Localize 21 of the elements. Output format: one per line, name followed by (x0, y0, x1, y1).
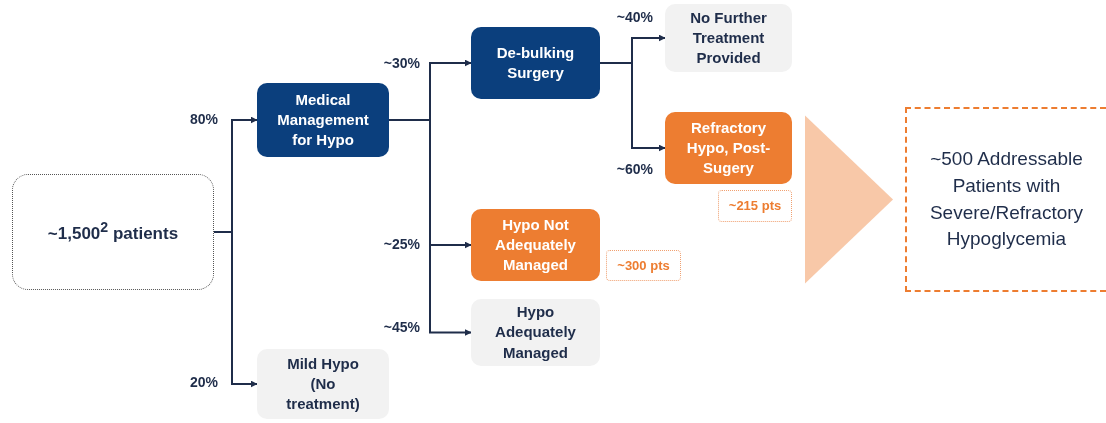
edge-label: ~25% (383, 236, 420, 252)
count-box: ~215 pts (718, 190, 792, 222)
outcome-box: Refractory Hypo, Post-Sugery (665, 112, 792, 184)
total-box: ~500 Addressable Patients with Severe/Refractory Hypoglycemia (905, 107, 1106, 292)
outcome-box: No Further Treatment Provided (665, 4, 792, 72)
arrow (388, 119, 472, 336)
outcome-box: Mild Hypo (No treatment) (257, 349, 389, 419)
edge-label: ~30% (383, 55, 420, 71)
arrow (599, 62, 666, 152)
process-box: De-bulking Surgery (471, 27, 600, 99)
count-box: ~300 pts (606, 250, 681, 281)
edge-label: 80% (189, 111, 218, 127)
process-box: Medical Management for Hypo (257, 83, 389, 157)
edge-label: 20% (189, 374, 218, 390)
outcome-box: Hypo Adequately Managed (471, 299, 600, 366)
arrow (213, 231, 258, 388)
direction-chevron (805, 115, 893, 284)
edge-label: ~40% (616, 9, 653, 25)
outcome-box: Hypo Not Adequately Managed (471, 209, 600, 281)
edge-label: ~45% (383, 319, 420, 335)
edge-label: ~60% (616, 161, 653, 177)
